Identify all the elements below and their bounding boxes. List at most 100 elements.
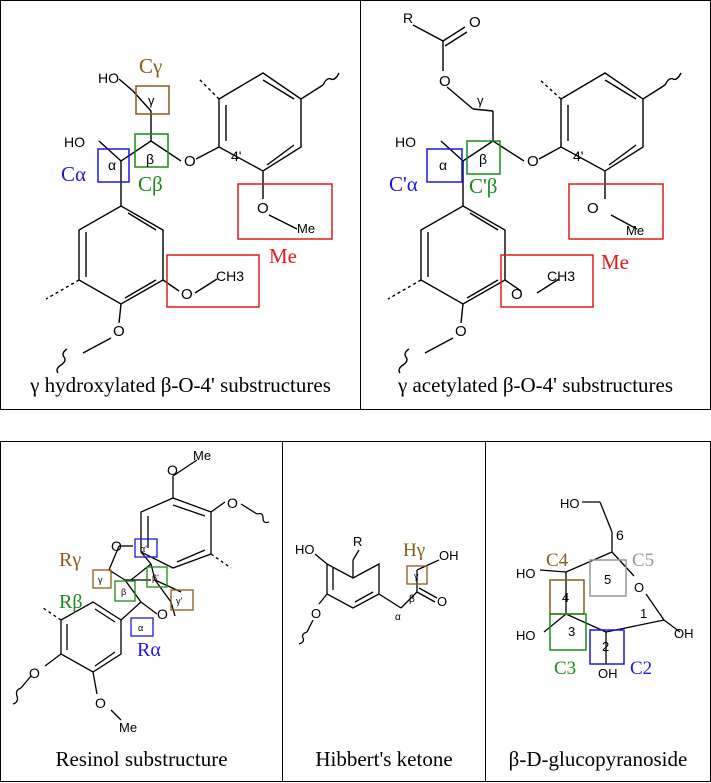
c5-label: C5 [632, 550, 654, 571]
oh-right-label: OH [674, 626, 694, 641]
beta-label: β [409, 594, 415, 605]
o-ether-label: O [527, 153, 539, 170]
r-label: R [403, 10, 413, 26]
panel-gamma-hydroxylated: HO Cγ γ HO α β O 4' Cα Cβ O Me Me O CH3 … [0, 0, 361, 410]
alpha-label: α [439, 157, 447, 173]
o-left-label: O [29, 665, 40, 681]
four-prime-label: 4' [573, 148, 583, 164]
caption-gamma-acetylated: γ acetylated β-O-4' substructures [397, 373, 674, 397]
two-label: 2 [602, 639, 609, 654]
c3-box [549, 613, 587, 651]
gamma-prime-label: γ' [176, 596, 183, 606]
me-top-label: Me [193, 448, 211, 463]
o-ring-bottom-label: O [157, 606, 168, 622]
gamma-label: γ [98, 575, 103, 585]
r-gamma-box [92, 569, 112, 589]
panel-hibbert: R HO Hγ OH γ β O α O Hibbert's ketone [282, 441, 486, 782]
beta-label: β [146, 151, 154, 167]
hibbert-structure: R HO Hγ OH γ β O α O [295, 534, 459, 645]
caption-gamma-hydroxylated: γ hydroxylated β-O-4' substructures [30, 373, 331, 397]
o-methoxy-lower-label: O [181, 286, 193, 303]
beta-prime-label: β' [152, 573, 159, 583]
four-label: 4 [562, 590, 569, 605]
o-ring-label: O [634, 580, 644, 595]
c-beta-label: Cβ [138, 172, 163, 196]
c-alpha-label: C'α [389, 172, 418, 196]
c3-label: C3 [554, 658, 576, 679]
o-methoxy-lower-label: O [511, 286, 523, 303]
ho-alpha-label: HO [64, 134, 85, 150]
o-bottom-label: O [113, 323, 125, 340]
c-alpha-box [97, 148, 130, 183]
caption-resinol: Resinol substructure [55, 747, 228, 771]
three-label: 3 [568, 624, 575, 639]
o-ether-label: O [184, 153, 196, 170]
o-right-label: O [227, 495, 238, 511]
c2-box [589, 629, 625, 665]
ho-left-label: HO [516, 566, 536, 581]
ho-bottom-left-label: HO [516, 628, 536, 643]
alpha-label: α [138, 623, 143, 633]
methoxy-box-lower [166, 254, 260, 308]
me-label: Me [269, 244, 297, 268]
ho-top-label: HO [98, 70, 119, 86]
glucopyranoside-structure: HO 6 C4 C5 HO 5 O 4 3 1 2 HO OH C3 C2 OH [516, 496, 694, 681]
ch3-label: CH3 [216, 268, 244, 284]
five-label: 5 [604, 572, 611, 587]
h-gamma-label: Hγ [403, 540, 425, 561]
o-carbonyl-label: O [469, 14, 481, 31]
o-ether-label: O [311, 606, 321, 621]
ho-alpha-label: HO [395, 134, 416, 150]
o-ketone-label: O [437, 594, 447, 609]
gamma-hydroxylated-structure: HO Cγ γ HO α β O 4' Cα Cβ O Me Me O CH3 … [45, 54, 340, 374]
six-label: 6 [616, 527, 624, 543]
beta-label: β [121, 587, 126, 597]
methoxy-box-upper [568, 183, 664, 240]
methoxy-box-upper [237, 183, 333, 240]
me-small-label: Me [626, 223, 644, 238]
beta-label: β [479, 151, 487, 167]
methoxy-box-lower [500, 254, 594, 308]
ho-top-label: HO [560, 496, 580, 511]
r-alpha-label: Rα [137, 639, 161, 661]
c-gamma-label: Cγ [139, 54, 162, 78]
o-bottom-label: O [95, 695, 106, 711]
o-ester-label: O [439, 73, 451, 90]
o-methoxy-upper-label: O [257, 200, 269, 217]
r-label: R [353, 534, 362, 549]
one-label: 1 [640, 606, 647, 621]
me-small-label: Me [297, 221, 315, 236]
gamma-label: γ [148, 93, 155, 108]
gamma-label: γ [477, 93, 484, 108]
r-gamma-label: Rγ [59, 549, 81, 571]
c2-label: C2 [630, 658, 652, 679]
me-label: Me [601, 250, 629, 274]
r-beta-box [114, 580, 136, 602]
c-alpha-box [426, 148, 463, 183]
me-bottom-label: Me [119, 720, 137, 735]
panel-gamma-acetylated: R O O γ HO α β O 4' C'α C'β O Me Me O CH… [360, 0, 711, 410]
alpha-prime-box [134, 538, 158, 558]
c-alpha-label: Cα [61, 162, 86, 186]
c-beta-box [134, 133, 169, 168]
o-ring-top-label: O [111, 538, 122, 554]
c-beta-label: C'β [469, 174, 497, 198]
four-prime-label: 4' [231, 148, 241, 164]
alpha-prime-label: α' [140, 544, 147, 554]
oh-bottom-label: OH [598, 666, 618, 681]
caption-glucopyranoside: β-D-glucopyranoside [508, 747, 688, 771]
panel-resinol: Me O O O α' Rγ γ β β' γ' Rβ α O Rα O O M… [0, 441, 283, 782]
alpha-label: α [108, 157, 116, 173]
caption-hibbert: Hibbert's ketone [315, 747, 453, 771]
gamma-prime-box [170, 589, 194, 611]
o-bottom-label: O [455, 323, 467, 340]
h-gamma-box [406, 565, 428, 585]
alpha-box [130, 617, 154, 637]
c-gamma-box [135, 85, 170, 115]
c5-box [589, 559, 627, 597]
beta-prime-box [146, 566, 168, 588]
oh-label: OH [439, 548, 459, 563]
alpha-label: α [395, 612, 401, 623]
resinol-structure: Me O O O α' Rγ γ β β' γ' Rβ α O Rα O O M… [12, 448, 270, 735]
c4-label: C4 [546, 550, 569, 571]
